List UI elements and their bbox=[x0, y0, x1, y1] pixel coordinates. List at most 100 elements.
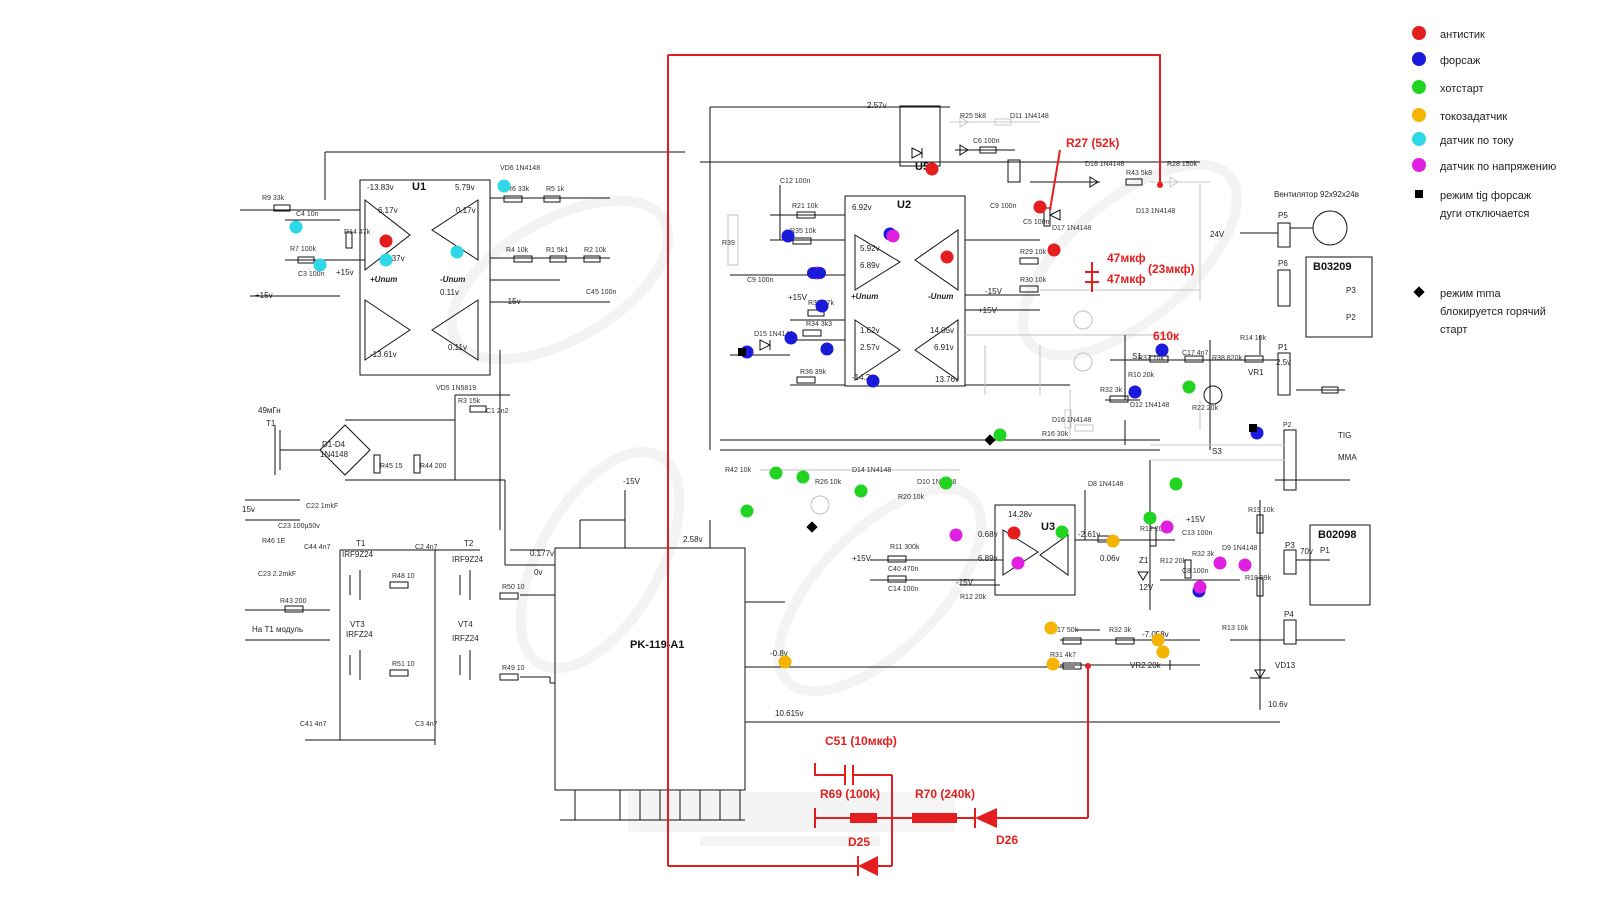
component-label: D13 1N4148 bbox=[1136, 208, 1175, 215]
marker-red bbox=[1047, 243, 1061, 257]
u5-faded bbox=[950, 116, 1210, 188]
right-block bbox=[1105, 210, 1373, 710]
marker-green bbox=[1182, 380, 1196, 394]
component-label: C6 100n bbox=[973, 138, 1000, 145]
u3-v261: -2.61v bbox=[1078, 530, 1100, 539]
vt3-label: VT3 bbox=[350, 620, 365, 629]
legend-marker-diamond bbox=[1413, 286, 1425, 298]
component-label: D14 1N4148 bbox=[852, 467, 891, 474]
u1-voltage-h: -13.61v bbox=[370, 350, 397, 359]
u1-plus15: +15v bbox=[336, 268, 354, 277]
component-label: VD5 1N5819 bbox=[436, 385, 476, 392]
p2b-label: P2 bbox=[1283, 422, 1292, 429]
marker-magenta bbox=[1193, 580, 1207, 594]
u1-plus15b: +15v bbox=[255, 291, 273, 300]
p4-label: P4 bbox=[1284, 610, 1294, 619]
u2-minus15: -15V bbox=[985, 287, 1003, 296]
component-label: R1 5k1 bbox=[546, 247, 568, 254]
marker-cyan bbox=[313, 258, 327, 272]
marker-orange bbox=[1046, 657, 1060, 671]
annotation-r69: R69 (100k) bbox=[820, 787, 880, 801]
u1-labels: U1 -13.83v 5.79v 6.17v 0.17v 3.37v +Unum… bbox=[255, 181, 521, 359]
component-label: C1 2n2 bbox=[486, 408, 509, 415]
component-label: R10 20k bbox=[1128, 372, 1155, 379]
annotation-c15a: 47мкф bbox=[1107, 251, 1146, 265]
legend-item-current-sensor: датчик по току bbox=[1412, 132, 1514, 150]
component-label: R49 10 bbox=[502, 665, 525, 672]
function-markers bbox=[289, 162, 1264, 671]
u5-labels: U5 bbox=[915, 161, 929, 173]
u2-v1376: 13.76v bbox=[935, 375, 959, 384]
component-label: R26 10k bbox=[815, 479, 842, 486]
u2-v257: 2.57v bbox=[860, 343, 880, 352]
component-label: D17 1N4148 bbox=[1052, 225, 1091, 232]
marker-blue bbox=[815, 299, 829, 313]
component-label: D8 1N4148 bbox=[1088, 481, 1124, 488]
u1-minus15: -15v bbox=[505, 297, 521, 306]
component-label: R31 4k7 bbox=[1050, 652, 1076, 659]
main-ic-labels: PK-119-A1 -15V 2.58v 0.177v 0v -0.8v 10.… bbox=[530, 477, 803, 718]
marker-cyan bbox=[289, 220, 303, 234]
p1-voltage: 2.5v bbox=[1276, 358, 1291, 367]
legend-marker-green bbox=[1412, 80, 1426, 94]
b03209-title: B03209 bbox=[1313, 261, 1352, 273]
annotation-c15alt: (23мкф) bbox=[1148, 262, 1195, 276]
component-label: D11 1N4148 bbox=[1010, 113, 1049, 120]
vt4-label: VT4 bbox=[458, 620, 473, 629]
legend-label: хотстарт bbox=[1440, 83, 1484, 95]
marker-cyan bbox=[379, 253, 393, 267]
u5-title: U5 bbox=[915, 161, 929, 173]
u3-plus15b: +15V bbox=[1186, 515, 1206, 524]
p1-label: P1 bbox=[1278, 343, 1288, 352]
u1-voltage-f: 0.11v bbox=[440, 288, 459, 297]
component-label: C17 4n7 bbox=[1182, 350, 1209, 357]
marker-orange bbox=[1044, 621, 1058, 635]
u2-v692: 6.92v bbox=[852, 203, 872, 212]
component-label: R11 300k bbox=[890, 544, 920, 551]
component-label: R43 5k8 bbox=[1126, 170, 1152, 177]
marker-magenta bbox=[1011, 556, 1025, 570]
u3-v1428: 14.28v bbox=[1008, 510, 1032, 519]
red-modification bbox=[667, 54, 1161, 867]
component-label: R4 10k bbox=[506, 247, 529, 254]
bridge-type: 1N4148 bbox=[320, 450, 349, 459]
p1b-label: P1 bbox=[1320, 546, 1330, 555]
u3-minus15: -15V bbox=[956, 578, 974, 587]
component-label: R38 820k bbox=[1212, 355, 1242, 362]
component-label: C41 4n7 bbox=[300, 721, 327, 728]
marker-mma-diamond bbox=[984, 434, 996, 446]
component-label: R28 150k bbox=[1167, 161, 1197, 168]
u2-v592: 5.92v bbox=[860, 244, 880, 253]
main-ic-0v: 0v bbox=[534, 568, 542, 577]
legend-marker-blue bbox=[1412, 52, 1426, 66]
marker-green bbox=[854, 484, 868, 498]
component-label: R39 bbox=[722, 240, 735, 247]
component-label: R32 3k bbox=[1100, 387, 1123, 394]
main-ic-0177: 0.177v bbox=[530, 549, 554, 558]
vt2-type: IRF9Z24 bbox=[452, 555, 484, 564]
mma-label: MMA bbox=[1338, 453, 1357, 462]
u1-voltage-d: 0.17v bbox=[456, 206, 476, 215]
u1-unum-plus: +Unum bbox=[370, 275, 397, 284]
component-label: R7 100k bbox=[290, 246, 317, 253]
supply-15v: 15v bbox=[242, 505, 255, 514]
u2-v691: 6.91v bbox=[934, 343, 954, 352]
component-label: R46 1E bbox=[262, 538, 286, 545]
marker-blue bbox=[866, 374, 880, 388]
u1-voltage-a: -13.83v bbox=[367, 183, 394, 192]
component-label: C45 100n bbox=[586, 289, 616, 296]
component-label: C8 100n bbox=[1182, 568, 1209, 575]
u3-v068: 0.68v bbox=[978, 530, 998, 539]
component-label: R18 39k bbox=[1245, 575, 1272, 582]
marker-magenta bbox=[1238, 558, 1252, 572]
vr1-label: VR1 bbox=[1248, 368, 1264, 377]
component-label: R48 10 bbox=[392, 573, 415, 580]
legend-label: антистик bbox=[1440, 29, 1485, 41]
component-label: VD6 1N4148 bbox=[500, 165, 540, 172]
p3-label: P3 bbox=[1346, 286, 1356, 295]
component-label: R36 39k bbox=[800, 369, 827, 376]
legend-label: режим tig форсаж дуги отключается bbox=[1440, 190, 1532, 220]
marker-orange bbox=[1106, 534, 1120, 548]
